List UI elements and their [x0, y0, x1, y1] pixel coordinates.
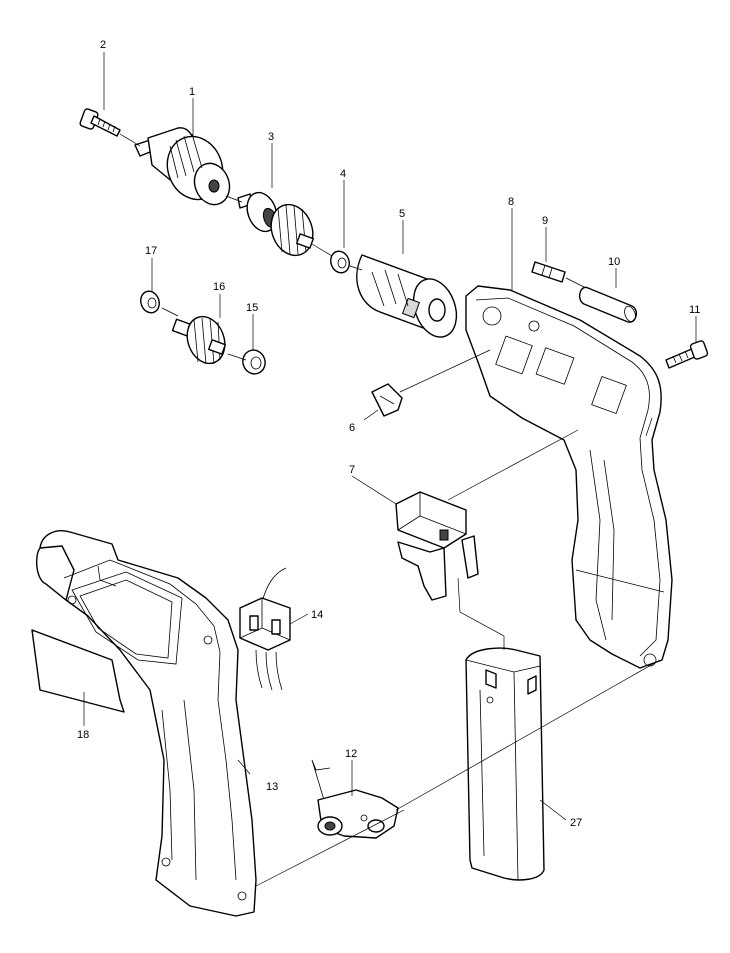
part-labels: 2 1 3 4 5 8 9 10 11 17 16 15 6 7 14 18 1…	[77, 39, 700, 829]
part-4-washer	[330, 250, 350, 274]
leader-lines	[83, 52, 697, 887]
label-27: 27	[570, 817, 582, 829]
label-9: 9	[542, 215, 548, 227]
part-9-pin	[531, 261, 566, 283]
label-3: 3	[268, 131, 274, 143]
label-8: 8	[508, 196, 514, 208]
label-10: 10	[608, 256, 620, 268]
label-12: 12	[345, 748, 357, 760]
label-16: 16	[213, 281, 225, 293]
part-8-housing-half	[465, 285, 673, 669]
label-5: 5	[399, 208, 405, 220]
label-18: 18	[77, 729, 89, 741]
part-15-bushing	[242, 349, 266, 375]
part-7-switch	[395, 491, 479, 601]
label-6: 6	[349, 422, 355, 434]
part-11-screw	[665, 340, 709, 369]
label-15: 15	[246, 302, 258, 314]
part-2-screw	[79, 108, 121, 137]
part-27-battery	[465, 647, 545, 881]
part-14-terminal	[239, 567, 291, 691]
part-10-pin	[578, 286, 638, 323]
part-16-gear	[171, 315, 226, 365]
label-13: 13	[266, 781, 278, 793]
label-1: 1	[189, 86, 195, 98]
label-17: 17	[145, 245, 157, 257]
label-14: 14	[311, 609, 323, 621]
part-6-clip	[371, 383, 403, 417]
label-4: 4	[340, 168, 346, 180]
part-3-spindle-gear	[237, 191, 314, 257]
part-12-switch-plate	[311, 759, 399, 839]
part-18-label	[31, 629, 125, 713]
part-17-bushing	[140, 290, 160, 314]
label-7: 7	[349, 464, 355, 476]
part-5-motor	[356, 254, 458, 338]
part-13-housing-half	[35, 530, 257, 917]
label-2: 2	[100, 39, 106, 51]
label-11: 11	[689, 304, 700, 316]
part-1-drill-chuck	[134, 127, 231, 206]
